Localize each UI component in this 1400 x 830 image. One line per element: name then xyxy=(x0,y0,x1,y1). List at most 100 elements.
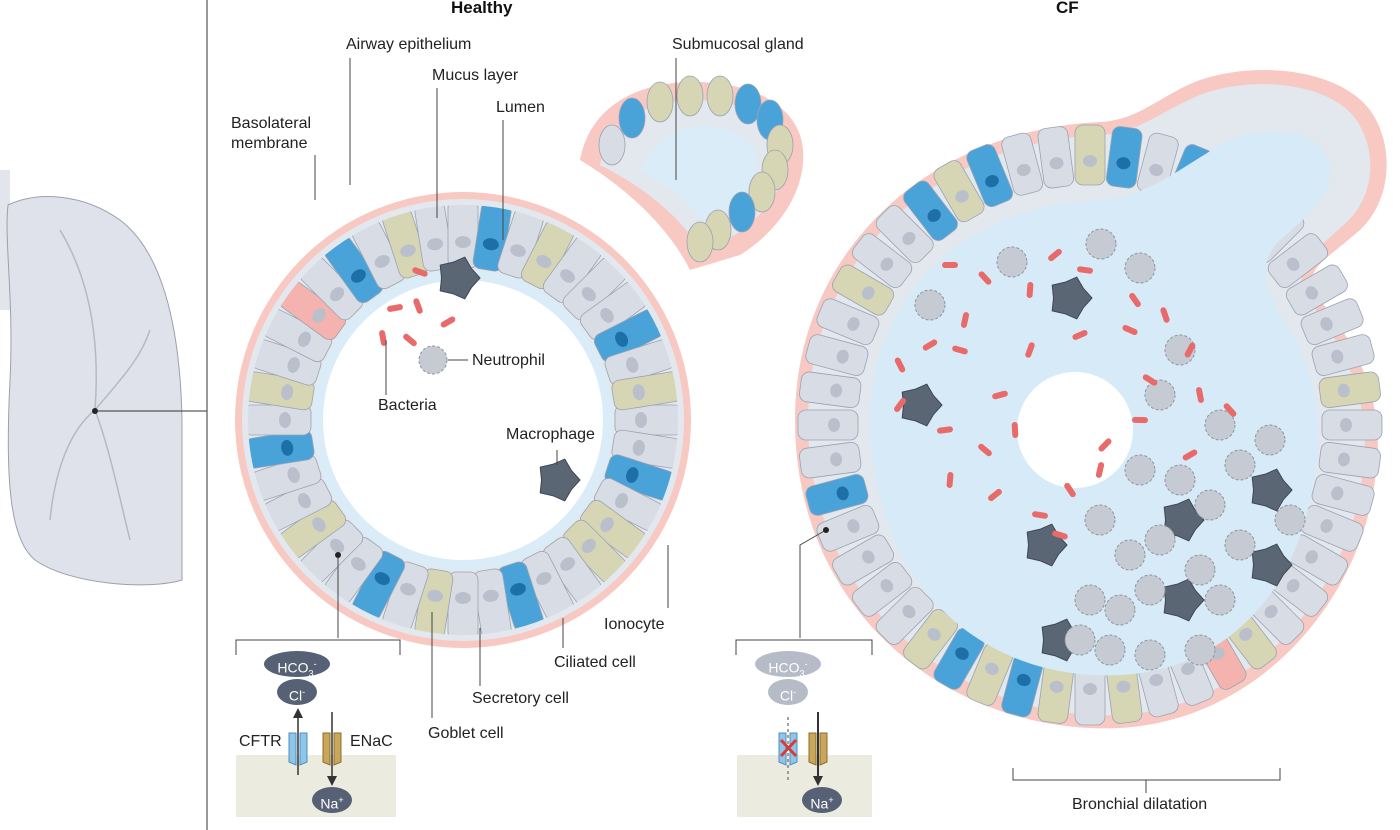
cell-nucleus xyxy=(847,317,860,331)
cf-cl-text: Cl xyxy=(779,687,794,704)
bacterium xyxy=(1095,462,1105,478)
neutrophil xyxy=(1124,252,1156,284)
cell-nucleus xyxy=(374,572,390,586)
neutrophil xyxy=(1254,424,1286,456)
cl-ion-label: Cl- xyxy=(277,680,317,708)
ciliated-cell xyxy=(851,233,913,288)
cell-nucleus xyxy=(374,254,390,268)
bronchial-dilatation-bracket xyxy=(1012,768,1281,793)
cf-cl-ion xyxy=(768,679,808,705)
bacterium xyxy=(946,472,954,488)
bacterium xyxy=(1132,416,1148,424)
ciliated-cell xyxy=(1321,409,1383,441)
secretory-cell xyxy=(1318,371,1381,409)
cell-nucleus xyxy=(615,493,629,509)
cell-nucleus xyxy=(455,592,471,604)
cell-nucleus xyxy=(632,384,645,401)
cf-hco3-superscript: - xyxy=(804,659,808,669)
healthy-lumen-contents xyxy=(379,256,581,502)
cf-ion-inset xyxy=(735,639,873,817)
macrophage xyxy=(539,458,581,502)
healthy-epithelial-cells xyxy=(248,205,678,635)
cell-nucleus xyxy=(482,238,499,251)
macrophage xyxy=(1163,578,1205,622)
neutrophil xyxy=(1184,634,1216,666)
cell-nucleus xyxy=(312,308,326,323)
cell-nucleus xyxy=(615,331,629,347)
ciliated-cell xyxy=(1037,126,1075,189)
ciliated-cell xyxy=(1318,441,1381,479)
neutrophil xyxy=(1114,539,1146,571)
macrophage-label: Macrophage xyxy=(506,426,595,443)
ciliated-cell xyxy=(875,205,934,264)
cell-nucleus xyxy=(297,331,311,347)
cell-nucleus xyxy=(1016,163,1031,177)
cell-nucleus xyxy=(400,244,416,257)
ciliated-cell-label: Ciliated cell xyxy=(554,654,636,671)
cell-nucleus xyxy=(1116,680,1131,693)
basolateral-label-line2: membrane xyxy=(231,135,308,152)
cell-nucleus xyxy=(1331,486,1344,501)
neutrophil xyxy=(996,246,1028,278)
healthy-inset-marker xyxy=(335,552,341,558)
cf-lumen-contents xyxy=(894,228,1306,671)
cf-enac-channel xyxy=(808,732,828,766)
secretory-cell xyxy=(278,499,347,559)
cf-inset-marker xyxy=(823,527,829,533)
bronchial-dilatation-label: Bronchial dilatation xyxy=(1072,796,1208,813)
neutrophil-label: Neutrophil xyxy=(472,352,545,369)
bacterium xyxy=(978,443,992,457)
cftr-arrow-head xyxy=(293,708,303,718)
cell-nucleus xyxy=(1286,257,1300,271)
neutrophil xyxy=(1164,334,1196,366)
cell-nucleus xyxy=(600,517,614,532)
neutrophil xyxy=(1074,584,1106,616)
cf-cl-ion-label: Cl- xyxy=(768,680,808,708)
cell-nucleus xyxy=(281,384,294,401)
secretory-cell xyxy=(832,264,895,316)
cell-nucleus xyxy=(1337,383,1350,398)
cell-nucleus xyxy=(927,628,941,641)
ciliated-cell xyxy=(1311,334,1375,376)
cell-body xyxy=(611,371,678,411)
cell-nucleus xyxy=(1320,317,1333,331)
ciliated-cell xyxy=(1267,233,1329,288)
cell-nucleus xyxy=(1331,349,1344,364)
healthy-inset-bracket xyxy=(235,639,401,655)
neutrophil xyxy=(1274,504,1306,536)
macrophage xyxy=(1251,543,1293,587)
neutrophil xyxy=(1134,574,1166,606)
neutrophil xyxy=(1085,228,1117,260)
macrophage xyxy=(1163,498,1205,542)
ionocyte-label: Ionocyte xyxy=(604,616,665,633)
cell-nucleus xyxy=(455,236,471,248)
bacterium xyxy=(1072,330,1088,340)
cell-nucleus xyxy=(427,238,444,251)
bacterium xyxy=(1026,282,1034,298)
basolateral-label-line1: Basolateral xyxy=(231,115,312,132)
bacterium xyxy=(1025,342,1035,358)
neutrophil xyxy=(1124,454,1156,486)
neutrophil xyxy=(1204,584,1236,616)
secretory-cell xyxy=(646,81,674,123)
ciliated-cell xyxy=(816,298,880,345)
hco3-ion-label: HCO3- xyxy=(264,652,330,685)
cell-nucleus xyxy=(1016,673,1031,687)
cell-nucleus xyxy=(351,557,366,571)
cell-nucleus xyxy=(955,647,969,660)
enac-label: ENaC xyxy=(350,733,393,750)
cell-nucleus xyxy=(581,287,596,302)
secretory-cell xyxy=(611,371,678,411)
bacterium xyxy=(1032,511,1048,519)
cell-nucleus xyxy=(1305,286,1318,300)
neutrophil xyxy=(1224,449,1256,481)
cell-nucleus xyxy=(427,589,444,602)
cf-header: CF xyxy=(1056,0,1079,17)
bacterium xyxy=(1142,374,1158,386)
hco3-text: HCO xyxy=(277,659,309,676)
goblet-cell xyxy=(805,474,869,516)
cell-nucleus xyxy=(902,605,916,619)
goblet-cell-label: Goblet cell xyxy=(428,725,504,742)
bacterium xyxy=(894,397,906,413)
